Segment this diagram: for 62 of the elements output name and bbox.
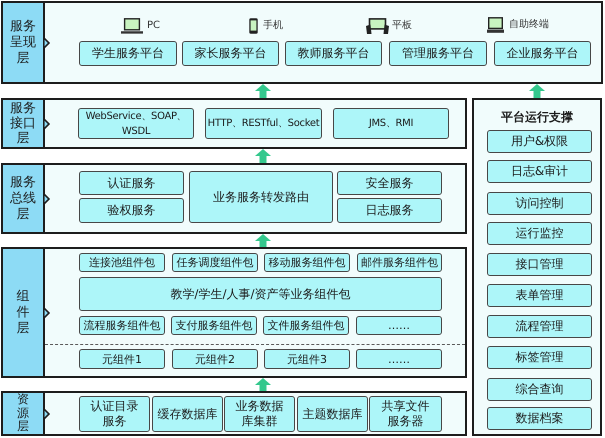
- function-box: 表单管理: [487, 284, 592, 307]
- platform-box: 管理服务平台: [389, 41, 487, 66]
- service-box: 安全服务: [337, 171, 442, 195]
- function-box: 运行监控: [487, 222, 592, 245]
- component-box: 文件服务组件包: [263, 316, 349, 335]
- device-label: 自助终端: [509, 19, 549, 31]
- panel-title: 平台运行支撑: [500, 110, 574, 125]
- function-box: 日志&审计: [487, 160, 592, 183]
- layer-tab: 服务接口层: [3, 100, 45, 147]
- component-box: 移动服务组件包: [264, 253, 350, 272]
- device-label: 平板: [392, 20, 412, 32]
- service-box: 验权服务: [79, 198, 184, 223]
- component-box: 元组件3: [264, 349, 350, 369]
- platform-box: 学生服务平台: [79, 41, 177, 66]
- function-box: 用户&权限: [487, 130, 592, 153]
- platform-box: 教师服务平台: [285, 41, 382, 66]
- protocol-box: WebService、SOAP、WSDL: [78, 108, 194, 139]
- component-box: ……: [356, 316, 442, 335]
- layer-panel: [1, 163, 467, 234]
- resource-box: 认证目录服务: [79, 396, 150, 432]
- platform-box: 企业服务平台: [494, 41, 591, 66]
- function-box: 综合查询: [487, 378, 592, 401]
- support-panel: [472, 98, 602, 436]
- function-box: 访问控制: [487, 192, 592, 215]
- device-label: PC: [147, 20, 160, 32]
- protocol-box: JMS、RMI: [333, 108, 449, 139]
- layer-panel: [1, 1, 603, 84]
- service-box: 日志服务: [337, 198, 442, 223]
- arrow: [255, 84, 271, 98]
- component-box: ……: [356, 349, 442, 369]
- layer-tab: 服务呈现层: [3, 3, 45, 82]
- component-box: 连接池组件包: [79, 253, 165, 272]
- layer-tab: 资源层: [3, 393, 45, 434]
- component-box: 元组件2: [172, 349, 258, 369]
- arrow: [255, 234, 271, 247]
- layer-panel: [1, 98, 467, 149]
- component-box: 元组件1: [79, 349, 165, 369]
- layer-tab: 服务总线层: [3, 165, 45, 232]
- function-box: 接口管理: [487, 253, 592, 276]
- function-box: 标签管理: [487, 346, 592, 369]
- layer-tab: 组件层: [3, 249, 45, 376]
- protocol-box: HTTP、RESTful、Socket: [205, 108, 322, 139]
- function-box: 数据档案: [487, 407, 592, 430]
- component-box: 教学/学生/人事/资产等业务组件包: [79, 277, 442, 311]
- arrow: [255, 378, 271, 391]
- resource-box: 业务数据库集群: [224, 396, 295, 432]
- service-box: 业务服务转发路由: [189, 171, 333, 223]
- component-box: 支付服务组件包: [171, 316, 257, 335]
- device-label: 手机: [263, 20, 283, 32]
- component-box: 邮件服务组件包: [357, 253, 442, 272]
- platform-box: 家长服务平台: [182, 41, 279, 66]
- layer-panel: [1, 391, 467, 436]
- component-box: 任务调度组件包: [172, 253, 258, 272]
- component-box: 流程服务组件包: [79, 316, 165, 335]
- service-box: 认证服务: [79, 171, 184, 195]
- resource-box: 主题数据库: [297, 396, 368, 432]
- resource-box: 共享文件服务器: [369, 396, 442, 432]
- layer-panel: [1, 247, 467, 378]
- arrow: [529, 84, 545, 98]
- resource-box: 缓存数据库: [152, 396, 223, 432]
- arrow: [255, 149, 271, 163]
- function-box: 流程管理: [487, 315, 592, 338]
